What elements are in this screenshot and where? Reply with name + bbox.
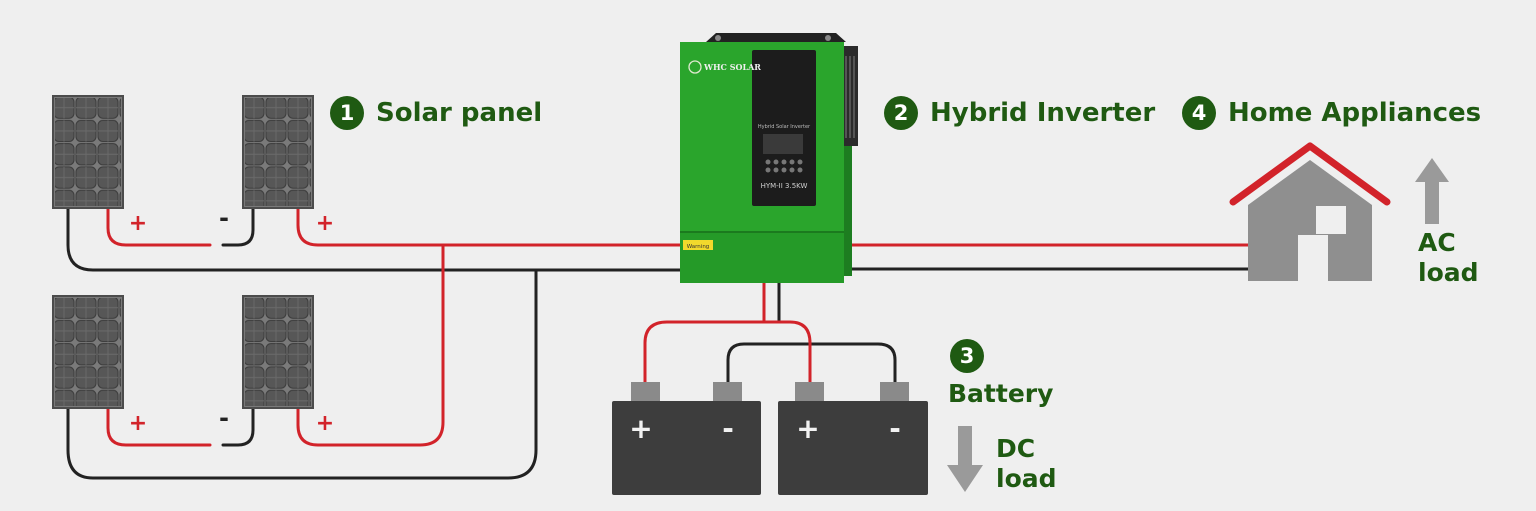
dc-load-line2: load <box>996 464 1057 493</box>
plus-sign: + <box>129 411 147 436</box>
battery-number-label: 3 <box>950 339 996 373</box>
negative-wires <box>66 206 1252 480</box>
solar-panel-label: 1 Solar panel <box>330 96 542 130</box>
minus-sign: - <box>219 204 229 232</box>
solar-panel-icon <box>52 95 124 209</box>
red-wire-top-series <box>106 206 212 247</box>
battery-minus-sign: - <box>889 412 901 445</box>
arrow-up-icon <box>1415 158 1449 224</box>
ac-load-label: AC load <box>1418 228 1479 288</box>
hybrid-inverter-title: Hybrid Inverter <box>930 98 1156 128</box>
battery-plus-sign: + <box>796 412 819 445</box>
home-appliances-label: 4 Home Appliances <box>1182 96 1481 130</box>
red-wire-panel2-bus <box>296 206 682 247</box>
solar-panel-icon <box>52 295 124 409</box>
hybrid-inverter-label: 2 Hybrid Inverter <box>884 96 1155 130</box>
dc-load-line1: DC <box>996 434 1036 463</box>
arrow-down-icon <box>947 426 983 492</box>
plus-sign: + <box>316 211 334 236</box>
inverter-model: HYM-II 3.5KW <box>761 182 808 190</box>
home-appliances-title: Home Appliances <box>1228 98 1482 128</box>
black-wire-bottom-series <box>221 406 255 447</box>
house-icon <box>1229 142 1391 281</box>
inverter-brand: WHC SOLAR <box>703 62 761 72</box>
ac-load-line1: AC <box>1418 228 1456 257</box>
battery-icon <box>778 382 928 495</box>
red-wire-panel4-return <box>296 243 445 447</box>
step-number-badge: 4 <box>1182 96 1216 130</box>
step-number-badge: 1 <box>330 96 364 130</box>
battery-plus-sign: + <box>629 412 652 445</box>
positive-wires <box>106 206 1252 447</box>
battery-title: Battery <box>948 379 1054 408</box>
step-number-badge: 3 <box>950 339 984 373</box>
black-wire-panel3-return <box>66 268 538 480</box>
solar-panel-icon <box>242 95 314 209</box>
dc-load-label: DC load <box>996 434 1057 494</box>
inverter-tagline: Hybrid Solar Inverter <box>758 124 811 130</box>
battery-icon <box>612 382 761 495</box>
minus-sign: - <box>219 404 229 432</box>
solar-panel-icon <box>242 295 314 409</box>
ac-load-line2: load <box>1418 258 1479 287</box>
black-wire-panel1-bus <box>66 206 682 272</box>
red-wire-battery-left <box>643 320 812 384</box>
inverter-warning-label: Warning <box>687 244 710 250</box>
plus-sign: + <box>316 411 334 436</box>
battery-minus-sign: - <box>722 412 734 445</box>
red-wire-bottom-series <box>106 406 212 447</box>
solar-panel-title: Solar panel <box>376 98 543 128</box>
step-number-badge: 2 <box>884 96 918 130</box>
inverter-icon: Hybrid Solar Inverter HYM-II 3.5KW WHC S… <box>680 33 858 283</box>
plus-sign: + <box>129 211 147 236</box>
black-wire-top-series <box>221 206 255 247</box>
